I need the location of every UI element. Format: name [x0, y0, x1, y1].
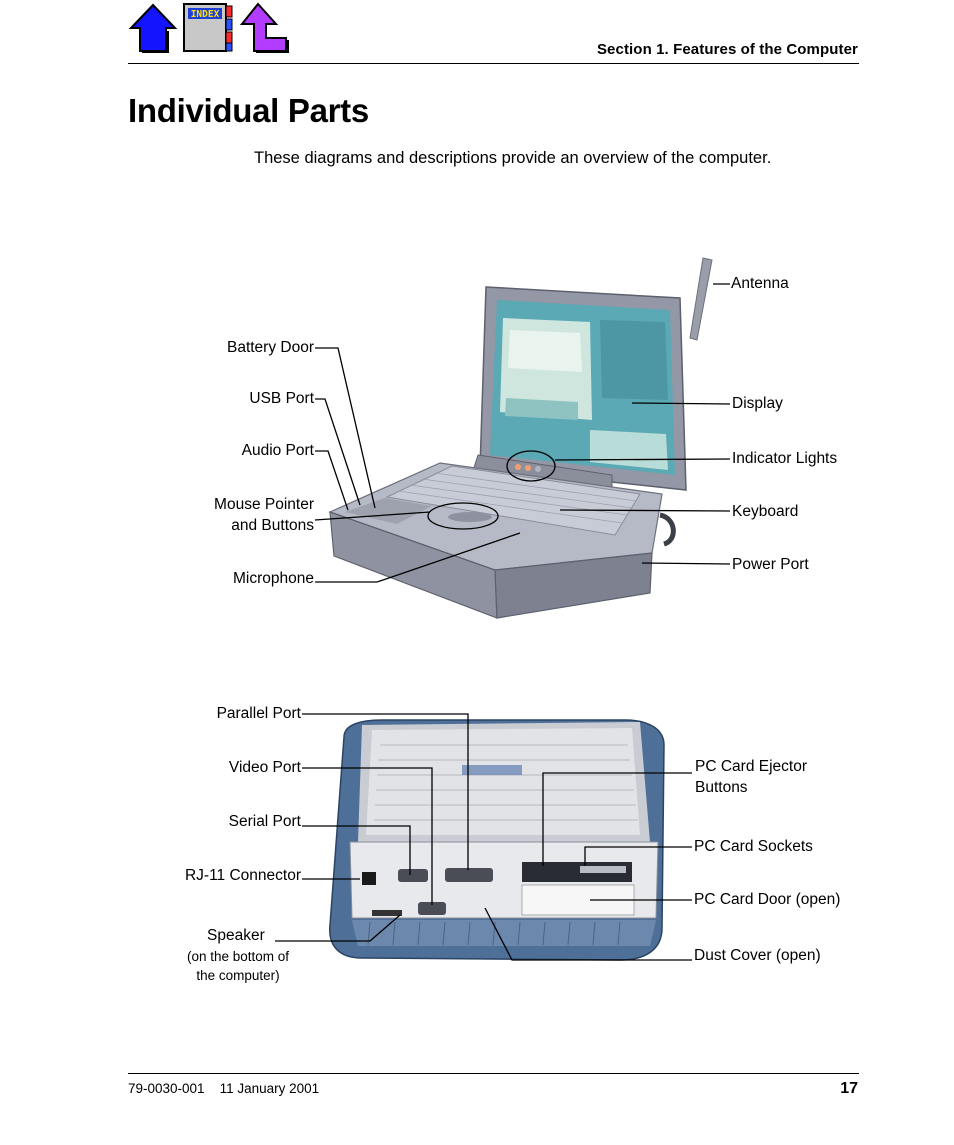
- label-pc-card-sockets: PC Card Sockets: [694, 838, 813, 855]
- label-usb-port: USB Port: [249, 390, 314, 407]
- intro-text: These diagrams and descriptions provide …: [254, 149, 772, 167]
- label-keyboard: Keyboard: [732, 503, 799, 520]
- header-rule: [128, 63, 859, 64]
- label-speaker: Speaker: [207, 927, 265, 944]
- page-number: 17: [840, 1080, 858, 1097]
- footer-doc-id: 79-0030-001 11 January 2001: [128, 1081, 320, 1096]
- label-pc-card-ejector-line1: PC Card Ejector: [695, 758, 807, 775]
- label-microphone: Microphone: [233, 570, 314, 587]
- footer-rule: [128, 1073, 859, 1074]
- top-leader-lines: [314, 283, 731, 583]
- label-parallel-port: Parallel Port: [216, 705, 301, 722]
- label-mouse-pointer-line2: and Buttons: [231, 517, 314, 534]
- label-pc-card-door: PC Card Door (open): [694, 891, 841, 908]
- label-audio-port: Audio Port: [241, 442, 314, 459]
- index-icon-label: INDEX: [191, 9, 220, 20]
- label-rj11-connector: RJ-11 Connector: [184, 867, 301, 884]
- label-serial-port: Serial Port: [228, 813, 301, 830]
- page-title: Individual Parts: [128, 92, 369, 129]
- label-video-port: Video Port: [228, 759, 301, 776]
- label-indicator-lights: Indicator Lights: [732, 450, 838, 467]
- label-battery-door: Battery Door: [226, 339, 314, 356]
- laptop-front-illustration: [328, 257, 713, 619]
- back-arrow-icon[interactable]: [238, 2, 290, 54]
- index-icon[interactable]: INDEX: [182, 2, 234, 54]
- label-speaker-note-line1: (on the bottom of: [186, 949, 290, 964]
- label-pc-card-ejector-line2: Buttons: [695, 779, 748, 796]
- label-mouse-pointer-line1: Mouse Pointer: [214, 496, 314, 513]
- label-dust-cover: Dust Cover (open): [694, 947, 821, 964]
- label-display: Display: [732, 395, 783, 412]
- label-power-port: Power Port: [732, 556, 809, 573]
- bottom-leader-lines: [275, 713, 692, 961]
- label-antenna: Antenna: [731, 275, 789, 292]
- section-header: Section 1. Features of the Computer: [596, 41, 858, 58]
- label-speaker-note-line2: the computer): [196, 968, 280, 983]
- laptop-rear-illustration: [329, 719, 665, 961]
- home-icon[interactable]: [128, 2, 178, 54]
